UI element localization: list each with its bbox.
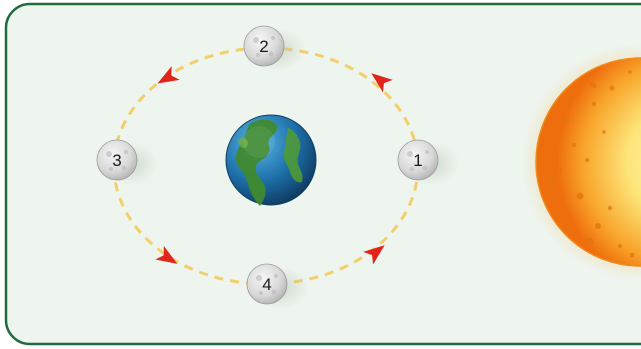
moon-crater — [106, 151, 112, 157]
moon-number-label: 1 — [413, 151, 422, 170]
moon-crater — [274, 274, 278, 278]
moon-crater — [269, 52, 274, 57]
moon-number-label: 3 — [112, 151, 121, 170]
moon-crater — [271, 36, 275, 40]
moon-crater — [423, 166, 428, 171]
earth-icon — [226, 115, 316, 206]
moon-number-label: 4 — [262, 275, 271, 294]
moon-crater — [272, 290, 277, 295]
moon-crater — [253, 37, 259, 43]
moon-crater — [122, 166, 127, 171]
moon-crater — [124, 150, 128, 154]
moon-crater — [425, 150, 429, 154]
moon-crater — [256, 275, 262, 281]
moon-crater — [407, 151, 413, 157]
moon-number-label: 2 — [259, 37, 268, 56]
